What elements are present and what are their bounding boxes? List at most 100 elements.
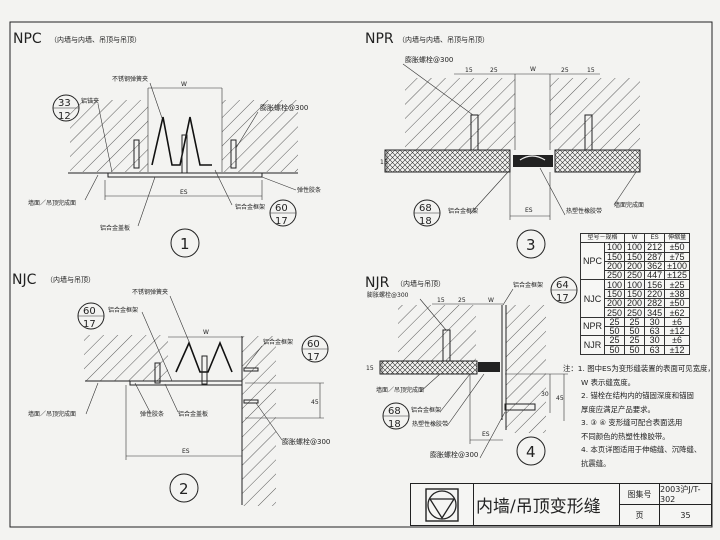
svg-text:ES: ES: [525, 207, 533, 214]
finish-board-left: [384, 149, 511, 173]
svg-text:膨胀螺栓@300: 膨胀螺栓@300: [405, 55, 453, 64]
model-cell: NPC: [579, 242, 606, 281]
svg-text:弹性胶条: 弹性胶条: [297, 186, 321, 194]
standard-logo-icon: [411, 484, 474, 525]
es-cell: 63: [644, 325, 666, 337]
svg-text:4: 4: [526, 443, 536, 461]
range-cell: ±12: [664, 325, 691, 337]
size-cell: 25: [604, 316, 626, 327]
svg-text:1: 1: [180, 235, 190, 253]
detail-title: NPC: [13, 31, 42, 47]
notes-prefix: 注：: [563, 364, 578, 373]
svg-text:60: 60: [83, 306, 96, 317]
wall-right: [506, 305, 546, 433]
svg-text:45: 45: [311, 399, 319, 406]
size-cell: 250: [604, 270, 626, 281]
finish-board: [379, 360, 478, 375]
svg-text:ES: ES: [180, 189, 188, 196]
es-cell: 156: [644, 279, 666, 290]
atlas-number: 2003沪J/T-302: [660, 484, 711, 505]
w-cell: 25: [624, 316, 646, 327]
detail-number-1: 1: [170, 228, 200, 258]
range-cell: ±6: [664, 335, 691, 346]
size-cell: 50: [604, 325, 626, 337]
detail-number-2: 2: [169, 473, 199, 503]
svg-text:膨胀螺栓@300: 膨胀螺栓@300: [282, 437, 330, 446]
wall-left: [405, 78, 515, 150]
svg-text:17: 17: [556, 293, 569, 304]
svg-text:2: 2: [179, 480, 189, 498]
svg-text:ES: ES: [182, 448, 190, 455]
note-line: W 表示缝宽度。: [581, 377, 636, 387]
svg-text:25: 25: [490, 67, 498, 74]
svg-text:W: W: [181, 81, 187, 88]
svg-text:铝锚夹: 铝锚夹: [81, 97, 99, 105]
svg-text:33: 33: [58, 98, 71, 109]
spring-clip: [175, 340, 233, 373]
detail-title: NPR: [365, 31, 394, 47]
svg-text:膨胀螺栓@300: 膨胀螺栓@300: [260, 103, 308, 112]
bolt-center: [181, 134, 188, 174]
svg-text:墙面完成面: 墙面完成面: [614, 201, 644, 209]
note-line: 厚度应满足产品要求。: [581, 404, 655, 414]
bolt-right: [230, 139, 237, 169]
atlas-label: 图集号: [620, 484, 660, 505]
svg-text:15: 15: [587, 67, 595, 74]
range-cell: ±25: [664, 279, 691, 290]
wall-right: [222, 100, 298, 172]
w-cell: 250: [624, 270, 646, 281]
es-cell: 345: [644, 307, 666, 318]
bolt-left: [154, 362, 161, 384]
svg-text:铝合金框架: 铝合金框架: [513, 281, 543, 289]
svg-text:W: W: [488, 297, 494, 304]
wall-left: [398, 305, 476, 361]
cover-plate: [129, 380, 243, 386]
size-cell: 150: [604, 251, 626, 262]
detail-3-npr: NPR （内墙与内墙、吊顶与吊顶） 15 25 W 25 15 15 ES 膨胀…: [365, 31, 644, 259]
size-cell: 150: [604, 288, 626, 300]
page-label: 页: [620, 505, 660, 525]
svg-text:铝合金盖板: 铝合金盖板: [178, 410, 208, 418]
svg-text:ES: ES: [482, 431, 490, 438]
es-cell: 287: [644, 251, 666, 262]
detail-subtitle: （内墙与内墙、吊顶与吊顶）: [50, 35, 141, 44]
w-cell: 200: [624, 260, 646, 272]
svg-text:热塑性橡胶带: 热塑性橡胶带: [412, 420, 448, 428]
rubber-strip: [513, 155, 553, 167]
range-cell: ±125: [664, 270, 691, 281]
detail-1-npc: NPC （内墙与内墙、吊顶与吊顶） W ES 不锈钢弹簧夹 铝锚夹 膨胀螺栓@3…: [13, 31, 321, 258]
bolt-right: [584, 114, 593, 151]
w-cell: 250: [624, 307, 646, 318]
svg-text:不锈钢弹簧夹: 不锈钢弹簧夹: [132, 288, 168, 296]
size-cell: 25: [604, 335, 626, 346]
title-block: 内墙/吊顶变形缝 图集号 2003沪J/T-302 页 35: [410, 483, 712, 526]
range-cell: ±12: [664, 344, 691, 355]
sheet-border: [9, 21, 713, 528]
w-cell: 200: [624, 298, 646, 309]
range-cell: ±62: [664, 307, 691, 318]
svg-text:15: 15: [366, 365, 374, 372]
note-line: 不同颜色的热塑性橡胶带。: [581, 431, 670, 441]
note-line: 4. 本页详图适用于伸缩缝、沉降缝、: [581, 445, 702, 454]
svg-text:铝合金框架: 铝合金框架: [108, 306, 138, 314]
range-cell: ±75: [664, 251, 691, 262]
range-cell: ±100: [664, 260, 691, 272]
w-cell: 25: [624, 335, 646, 346]
model-cell: NJR: [579, 335, 606, 355]
svg-text:W: W: [203, 329, 209, 336]
size-cell: 250: [604, 307, 626, 318]
svg-text:铝合金框架: 铝合金框架: [411, 406, 441, 414]
es-cell: 282: [644, 298, 666, 309]
table-header-row: 型号－规格 W ES 伸缩量: [579, 232, 691, 244]
svg-text:64: 64: [556, 280, 569, 291]
w-cell: 50: [624, 325, 646, 337]
